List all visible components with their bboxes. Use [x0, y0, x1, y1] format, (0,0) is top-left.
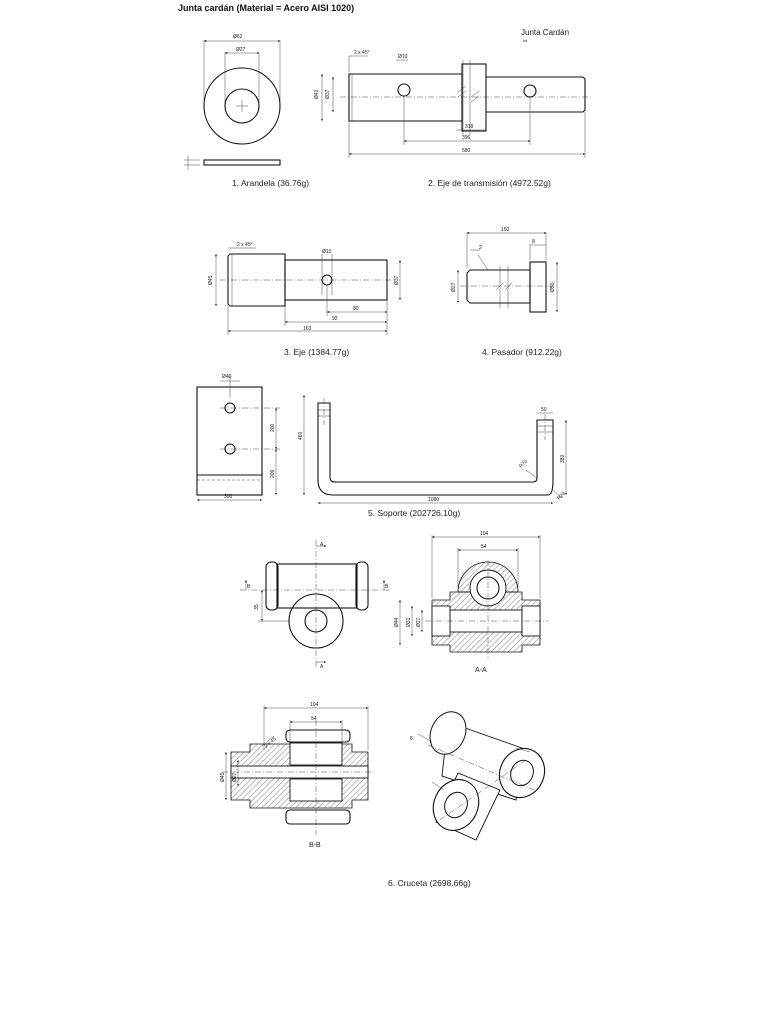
soporte-slot: 50 [541, 407, 547, 413]
eje2-len-b: 396 [462, 135, 471, 141]
sheet-title: Junta cardán (Material = Acero AISI 1020… [178, 3, 355, 13]
eje3-len-a: 80 [353, 306, 359, 312]
soporte-hole: Ø40 [222, 374, 232, 380]
section-b-left: B [247, 584, 251, 590]
section-b-right: B [385, 584, 389, 590]
arandela-d-inner: Ø27 [236, 47, 246, 53]
eje2-len-total: 580 [462, 148, 471, 154]
header-sub: ## [523, 38, 528, 43]
pasador-len: 150 [501, 227, 510, 233]
pasador-d-head: Ø50 [550, 282, 556, 292]
cruceta-aa-d-inner: Ø27 [416, 617, 422, 627]
eje3-d-right: Ø37 [394, 275, 400, 285]
eje2-hole: Ø10 [398, 54, 408, 60]
eje-transmision-drawing [320, 55, 592, 158]
section-aa-label: A-A [475, 667, 487, 674]
soporte-r-inner: R70 [518, 459, 529, 470]
eje3-d-left: Ø45 [208, 275, 214, 285]
soporte-height: 460 [298, 431, 304, 440]
cruceta-bb-w-total: 104 [310, 702, 319, 708]
cruceta-bb-section [222, 706, 376, 835]
caption-eje-transmision: 2. Eje de transmisión (4972.52g) [428, 178, 551, 188]
eje3-hole: Ø10 [322, 249, 332, 255]
arandela-d-outer: Ø62 [233, 34, 243, 40]
eje2-len-a: 318 [465, 124, 474, 130]
eje3-len-total: 163 [303, 326, 312, 332]
cruceta-aa-w-total: 104 [480, 531, 489, 537]
cruceta-aa-w-inner: 54 [481, 544, 487, 550]
pasador-head: 8 [532, 239, 535, 245]
caption-pasador: 4. Pasador (912.22g) [482, 347, 562, 357]
caption-soporte: 5. Soporte (202726.10g) [368, 508, 460, 518]
cruceta-aa-d-outer: Ø44 [394, 617, 400, 627]
cruceta-bb-d-outer: Ø45 [220, 772, 226, 782]
soporte-width: 300 [224, 494, 233, 500]
soporte-h-bottom: 209 [270, 469, 276, 478]
section-bb-label: B-B [309, 842, 321, 849]
cruceta-isometric [417, 711, 546, 841]
cruceta-front-drawing [240, 540, 390, 668]
cruceta-center-dim: 35 [254, 604, 260, 610]
eje3-chamfer: 2 x 45° [237, 242, 253, 248]
cruceta-aa-d-mid: Ø31 [406, 617, 412, 627]
eje3-len-b: 92 [332, 316, 338, 322]
iso-mark: 8 [410, 736, 413, 742]
eje-drawing [214, 247, 402, 335]
section-a-bottom: A [320, 664, 324, 670]
soporte-h-top: 200 [270, 423, 276, 432]
cruceta-bb-d-inner: Ø27 [232, 772, 238, 782]
cruceta-aa-section [398, 535, 548, 660]
soporte-length: 1080 [428, 497, 439, 503]
cruceta-bb-w-inner: 54 [311, 716, 317, 722]
section-a-top: A [320, 542, 324, 548]
soporte-drawing [196, 376, 568, 505]
caption-eje: 3. Eje (1384.77g) [284, 347, 349, 357]
caption-arandela: 1. Arandela (36.76g) [232, 178, 309, 188]
header-label: Junta Cardán [521, 28, 569, 37]
arandela-drawing [184, 39, 281, 170]
eje2-d-right: Ø37 [325, 89, 331, 99]
pasador-drawing [456, 231, 559, 313]
pasador-chamfer: 2 [479, 245, 482, 251]
caption-cruceta: 6. Cruceta (2698.66g) [388, 878, 471, 888]
soporte-r-outer: R20 [556, 491, 567, 502]
eje2-d-left: Ø42 [314, 89, 320, 99]
pasador-d-shaft: Ø27 [451, 282, 457, 292]
eje2-chamfer: 2 x 45° [354, 50, 370, 56]
soporte-end-h: 380 [560, 454, 566, 463]
